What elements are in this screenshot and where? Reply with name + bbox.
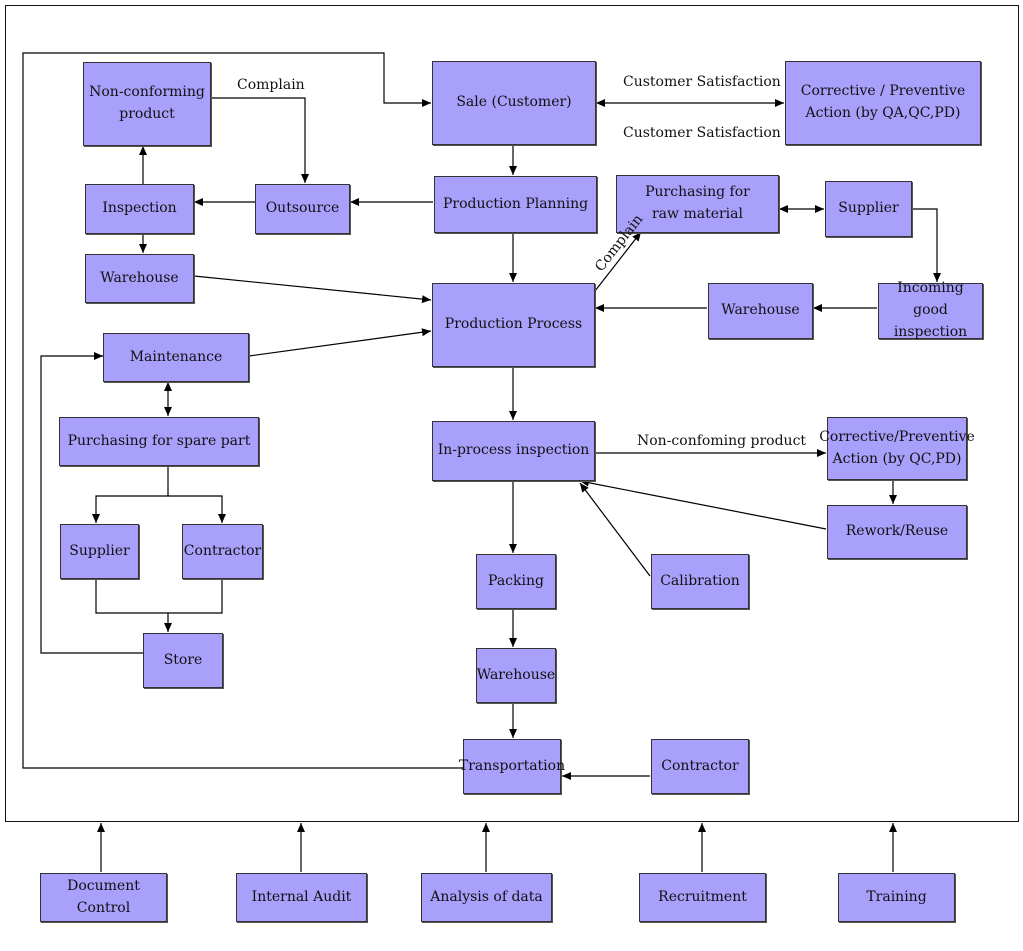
outsource-box: Outsource [255, 184, 350, 234]
contractor-spare-box: Contractor [182, 524, 263, 579]
document-control-box: Document Control [40, 873, 167, 922]
store-box: Store [143, 633, 223, 688]
connector-warehouse-process [193, 275, 432, 304]
contractor-transport-box: Contractor [651, 739, 749, 794]
sale-customer-box: Sale (Customer) [432, 61, 596, 145]
packing-box: Packing [476, 554, 556, 609]
complain-label-top: Complain [237, 77, 305, 93]
maintenance-box: Maintenance [103, 333, 249, 382]
purchasing-spare-part-box: Purchasing for spare part [59, 417, 259, 466]
rework-reuse-box: Rework/Reuse [827, 505, 967, 559]
supplier-spare-box: Supplier [60, 524, 139, 579]
production-planning-box: Production Planning [434, 176, 597, 233]
connector-transport-to-sale-loop [22, 52, 463, 769]
connector-supplier-store [95, 579, 223, 614]
system-boundary-frame [5, 5, 1019, 822]
inspection-box: Inspection [85, 184, 194, 234]
production-process-box: Production Process [432, 283, 595, 367]
corrective-qa-box: Corrective / Preventive Action (by QA,QC… [785, 61, 981, 145]
connector-store-maintenance [40, 352, 143, 654]
analysis-of-data-box: Analysis of data [421, 873, 552, 922]
warehouse-left-box: Warehouse [85, 254, 194, 303]
nonconforming-product-box: Non-conforming product [83, 62, 211, 146]
training-box: Training [838, 873, 955, 922]
connector-rework-inprocess [579, 478, 827, 530]
warehouse-right-box: Warehouse [708, 283, 813, 339]
purchasing-raw-material-box: Purchasing for raw material [616, 175, 779, 233]
non-conforming-product-label: Non-confoming product [637, 433, 807, 449]
connector-calibration-inprocess [579, 482, 651, 577]
transportation-box: Transportation [459, 739, 565, 794]
connector-maintenance-process [248, 328, 432, 357]
connector-purchasing-contractor [168, 495, 226, 523]
supplier-raw-box: Supplier [825, 181, 912, 237]
connector-supplier-incoming [912, 208, 941, 282]
corrective-qc-box: Corrective/Preventive Action (by QC,PD) [819, 417, 975, 480]
calibration-box: Calibration [651, 554, 749, 609]
customer-satisfaction-label-top: Customer Satisfaction [623, 74, 781, 90]
connector-purchasing-split [92, 466, 169, 523]
incoming-good-inspection-box: Incoming good inspection [878, 280, 983, 340]
inprocess-inspection-box: In-process inspection [432, 421, 595, 481]
warehouse-bottom-box: Warehouse [476, 648, 556, 703]
recruitment-box: Recruitment [639, 873, 766, 922]
customer-satisfaction-label-bottom: Customer Satisfaction [623, 125, 781, 141]
connector-nonconforming-outsource [211, 97, 309, 183]
connector-process-purchasing [594, 231, 642, 292]
internal-audit-box: Internal Audit [236, 873, 367, 922]
